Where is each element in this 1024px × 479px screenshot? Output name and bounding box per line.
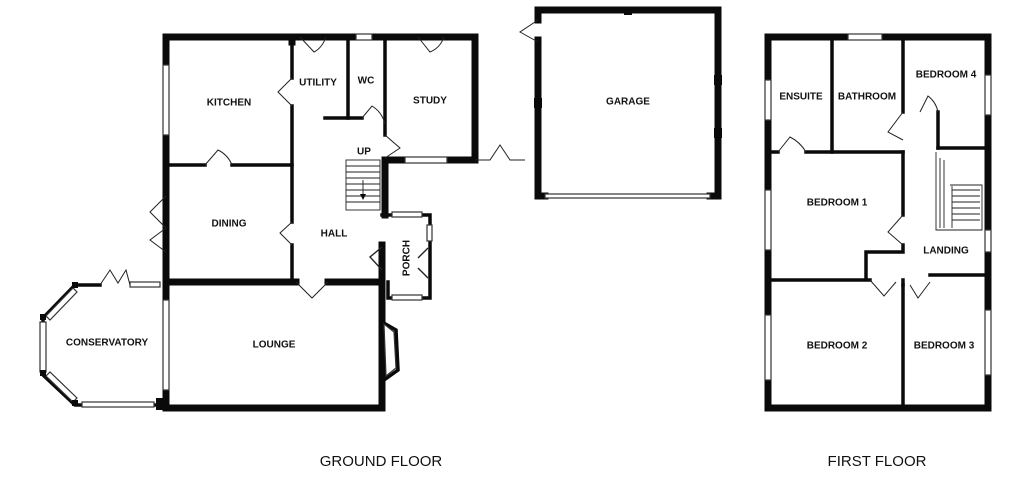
bed1-east-wall <box>864 150 905 280</box>
study-window <box>404 156 448 164</box>
first-floor-outer-wall <box>764 33 992 412</box>
bed4-door <box>919 95 939 113</box>
utility-label: UTILITY <box>299 78 337 89</box>
garage-link-door <box>475 144 525 161</box>
wc-window <box>355 33 373 41</box>
lounge-door <box>295 281 329 299</box>
study-label: STUDY <box>413 96 447 107</box>
wc-door <box>361 105 386 125</box>
bedroom3-label: BEDROOM 3 <box>914 341 975 352</box>
utility-hall-door <box>277 77 293 107</box>
bedroom1-label: BEDROOM 1 <box>807 198 868 209</box>
lounge-label: LOUNGE <box>253 340 296 351</box>
ground-floor-stairs <box>345 159 381 211</box>
bathroom-door <box>887 111 904 141</box>
porch-front-door <box>417 247 429 279</box>
ground-floor-outer-wall <box>162 33 479 286</box>
conservatory-label: CONSERVATORY <box>66 338 149 349</box>
ground-floor-plan: KITCHEN UTILITY WC STUDY GARAGE DINING H… <box>39 6 722 470</box>
dining-label: DINING <box>212 219 247 230</box>
first-floor-plan: ENSUITE BATHROOM BEDROOM 4 BEDROOM 1 LAN… <box>764 33 992 470</box>
ensuite-door <box>777 136 807 153</box>
garage-wall <box>534 6 722 200</box>
bed2-door <box>869 279 897 297</box>
porch-inner-door <box>368 246 383 271</box>
wc-label: WC <box>358 76 375 87</box>
conservatory-glass-3 <box>45 371 78 403</box>
conservatory-door <box>99 268 131 286</box>
lounge-west-glass <box>162 299 170 391</box>
dining-west-door <box>149 195 167 253</box>
bed1-door <box>887 214 904 246</box>
hall-label: HALL <box>321 229 348 240</box>
conservatory-glass-4 <box>81 401 155 408</box>
bed1-window <box>764 189 772 251</box>
bedroom4-label: BEDROOM 4 <box>916 70 977 81</box>
stairs-up-label: UP <box>357 147 371 158</box>
conservatory-glass-2 <box>39 321 47 373</box>
porch-window-side <box>426 224 433 242</box>
kitchen-window <box>162 64 170 136</box>
study-door <box>417 36 445 53</box>
first-floor-title: FIRST FLOOR <box>828 453 927 470</box>
bathroom-label: BATHROOM <box>838 92 896 103</box>
landing-label: LANDING <box>923 246 969 257</box>
lounge-bay-glass <box>383 322 397 378</box>
dining-hall-door <box>279 221 293 246</box>
garage-label: GARAGE <box>606 97 650 108</box>
garage-side-door <box>519 19 539 43</box>
conservatory-glass-5 <box>129 281 161 288</box>
bed3-door <box>909 281 931 299</box>
garage-door <box>544 193 711 199</box>
ensuite-label: ENSUITE <box>779 92 823 103</box>
kitchen-door <box>204 149 233 166</box>
first-floor-stairs <box>935 152 983 231</box>
porch-label: PORCH <box>402 240 413 276</box>
ground-floor-title: GROUND FLOOR <box>320 453 443 470</box>
bed4-window <box>984 74 992 116</box>
bathroom-window <box>847 33 883 41</box>
ensuite-window <box>764 79 772 121</box>
conservatory-glass-1 <box>45 287 78 321</box>
utility-door <box>299 36 327 53</box>
landing-window <box>984 229 992 253</box>
bed3-window <box>984 309 992 376</box>
kitchen-label: KITCHEN <box>207 98 251 109</box>
porch-window-top <box>391 211 423 218</box>
bedroom2-label: BEDROOM 2 <box>807 341 868 352</box>
study-hall-door <box>384 134 401 159</box>
bed2-window <box>764 314 772 381</box>
lounge-bay-window <box>379 319 400 383</box>
porch-window-bottom <box>391 294 423 301</box>
